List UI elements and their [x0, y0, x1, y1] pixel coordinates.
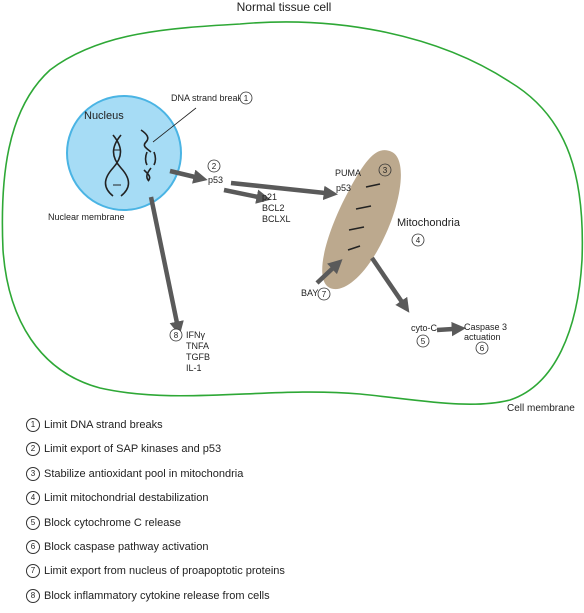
dna-break-leader — [152, 107, 197, 143]
bclxl-label: BCLXL — [262, 214, 291, 224]
dna-break-label: DNA strand break — [171, 93, 243, 103]
cyto-c-label: cyto-C — [411, 323, 438, 333]
broken-dna-icon — [140, 129, 157, 182]
diagram-title: Normal tissue cell — [237, 0, 332, 14]
p21-label: p21 — [262, 192, 277, 202]
arrow-bay-to-mitochondria — [315, 259, 343, 285]
arrow-nucleus-to-p53 — [169, 168, 208, 184]
marker-8: 8 — [174, 331, 179, 340]
arrow-p53-to-mitochondria — [230, 180, 338, 201]
caspase-label-line1: Caspase 3 — [464, 322, 507, 332]
marker-1-circle — [239, 91, 253, 105]
cell-membrane-label: Cell membrane — [507, 403, 575, 414]
arrow-mitochondria-to-cyto-c — [370, 256, 410, 313]
marker-4: 4 — [416, 236, 421, 245]
dna-helix-icon — [104, 134, 130, 197]
marker-2: 2 — [212, 162, 217, 171]
il1-label: IL-1 — [186, 363, 202, 373]
marker-4-circle — [411, 233, 425, 247]
arrow-p53-to-p21 — [223, 187, 271, 204]
p53-mito-label: p53 — [336, 183, 351, 193]
legend-number: 7 — [26, 564, 40, 579]
mitochondria — [322, 150, 401, 290]
marker-2-circle — [207, 159, 221, 173]
legend-text: Block cytochrome C release — [44, 516, 181, 529]
legend-number: 4 — [26, 491, 40, 506]
caspase-label-line2: actuation — [464, 332, 501, 342]
pathway-arrows — [148, 168, 467, 337]
legend-number: 6 — [26, 539, 40, 554]
diagram-canvas: Normal tissue cell Nucleus DNA strand br… — [1, 0, 584, 414]
marker-3-circle — [378, 163, 392, 177]
nucleus — [66, 95, 182, 211]
marker-3: 3 — [383, 166, 388, 175]
bcl2-label: BCL2 — [262, 203, 285, 213]
p53-label: p53 — [208, 175, 223, 185]
arrow-cyto-c-to-caspase — [436, 321, 467, 337]
legend-text: Limit mitochondrial destabilization — [44, 492, 209, 505]
legend-text: Stabilize antioxidant pool in mitochondr… — [44, 467, 244, 480]
legend-text: Limit export from nucleus of proapoptoti… — [44, 565, 285, 578]
legend-text: Limit export of SAP kinases and p53 — [44, 443, 222, 456]
marker-7-circle — [317, 287, 331, 301]
legend-number: 3 — [26, 466, 40, 481]
ifng-label: IFNγ — [186, 330, 205, 340]
bay-label: BAY — [301, 288, 318, 298]
legend-number: 2 — [26, 442, 40, 457]
mitochondria-cristae — [347, 183, 381, 251]
arrow-nucleus-to-cytokines — [148, 196, 184, 336]
marker-5: 5 — [421, 337, 426, 346]
puma-label: PUMA — [335, 168, 361, 178]
nucleus-label: Nucleus — [84, 110, 124, 122]
nuclear-membrane-label: Nuclear membrane — [48, 212, 125, 222]
marker-7: 7 — [322, 290, 327, 299]
marker-1: 1 — [244, 94, 249, 103]
marker-6: 6 — [480, 344, 485, 353]
tnfa-label: TNFA — [186, 341, 209, 351]
legend-text: Limit DNA strand breaks — [44, 419, 163, 431]
legend-number: 5 — [26, 515, 40, 530]
mitochondria-label: Mitochondria — [397, 217, 461, 229]
cell-membrane — [1, 21, 584, 406]
legend-number: 1 — [26, 418, 40, 432]
marker-8-circle — [169, 328, 183, 342]
marker-5-circle — [416, 334, 430, 348]
legend-text: Block caspase pathway activation — [44, 540, 209, 553]
marker-6-circle — [475, 341, 489, 355]
tgfb-label: TGFB — [186, 352, 210, 362]
